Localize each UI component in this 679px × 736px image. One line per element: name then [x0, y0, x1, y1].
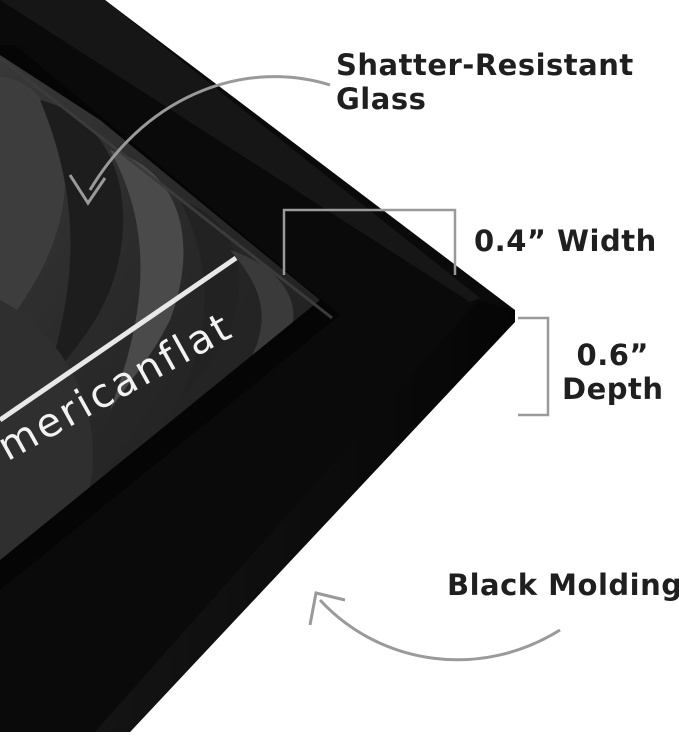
width-callout-label: 0.4” Width	[474, 224, 657, 258]
molding-callout-label: Black Molding	[447, 568, 679, 602]
frame-top-bevel	[0, 0, 480, 302]
depth-label-line2: Depth	[562, 372, 664, 406]
molding-arrowhead-icon	[308, 591, 346, 626]
glass-callout-arrow	[88, 75, 331, 191]
glass-label-line2: Glass	[336, 82, 427, 116]
molding-callout-arrow	[318, 598, 561, 662]
glass-callout-label: Shatter-Resistant Glass	[336, 48, 634, 116]
depth-callout-label: 0.6” Depth	[562, 338, 664, 406]
glass-arrowhead-icon	[68, 174, 107, 206]
frame-side-face	[95, 300, 515, 732]
width-bracket	[282, 208, 457, 275]
glass-label-line1: Shatter-Resistant	[336, 48, 634, 82]
depth-bracket	[518, 316, 550, 417]
glass-edge-line	[0, 56, 333, 320]
mat-stripe	[0, 255, 238, 423]
depth-label-line1: 0.6”	[576, 338, 649, 372]
